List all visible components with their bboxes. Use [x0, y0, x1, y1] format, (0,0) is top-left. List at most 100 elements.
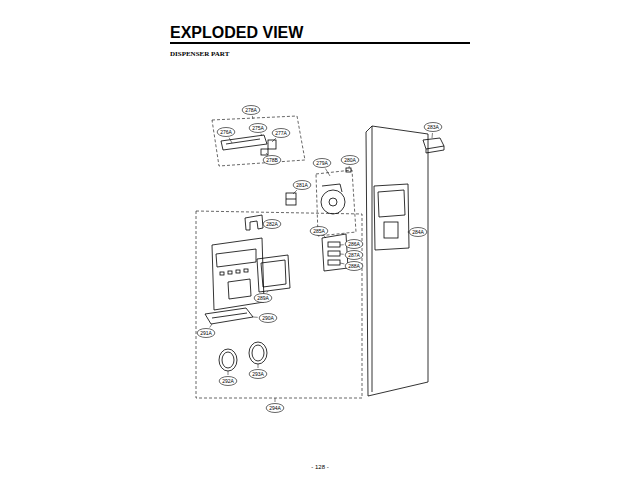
leader-line	[267, 291, 268, 293]
leader-line	[432, 133, 433, 138]
callout-number: 284A	[412, 230, 424, 235]
leader-line	[349, 166, 350, 168]
callout-oval	[272, 129, 290, 138]
page-number: - 128 -	[311, 464, 328, 470]
callout-oval	[254, 294, 272, 303]
callout-oval	[293, 181, 311, 190]
callout-oval	[219, 377, 237, 386]
callout-oval	[310, 227, 328, 236]
part-outline	[372, 126, 373, 392]
callout-number: 290A	[262, 316, 274, 321]
callout-oval	[341, 156, 359, 165]
part-outline	[205, 308, 253, 324]
callout-number: 291A	[200, 331, 212, 336]
callout-number: 287A	[348, 253, 360, 258]
callout-oval	[197, 106, 442, 413]
part-outline	[244, 269, 248, 272]
part-outline	[221, 135, 267, 150]
part-outline	[236, 270, 240, 273]
callout-number: 288A	[348, 264, 360, 269]
callout-oval	[197, 329, 215, 338]
leader-line	[262, 221, 264, 222]
part-outline	[328, 260, 340, 265]
part-outline	[219, 349, 237, 371]
leader-line	[324, 236, 326, 238]
part-outline	[286, 199, 296, 200]
part-outline	[378, 190, 405, 217]
part-outline	[423, 138, 444, 149]
callout-number: 281A	[296, 183, 308, 188]
part-outline	[252, 345, 264, 361]
leader-line	[229, 138, 232, 143]
callout-oval	[313, 159, 331, 168]
part-outline	[286, 193, 296, 205]
callout-oval	[242, 106, 260, 115]
callout-oval	[249, 370, 267, 379]
leader-line	[210, 116, 433, 402]
callout-oval	[424, 123, 442, 132]
part-outline	[322, 234, 348, 271]
callout-number: 275A	[252, 126, 264, 131]
leader-line	[253, 317, 258, 318]
part-outline	[245, 215, 263, 230]
part-outline	[216, 249, 256, 267]
leader-line	[275, 398, 276, 402]
part-outline	[222, 352, 234, 368]
part-outline	[374, 184, 409, 250]
part-outline	[268, 140, 276, 149]
callout-number: 280A	[344, 158, 356, 163]
leader-line	[266, 153, 267, 155]
part-outline	[228, 271, 232, 274]
part-outline	[170, 42, 470, 44]
part-outline	[249, 342, 267, 364]
leader-line	[258, 364, 259, 368]
leader-line	[340, 244, 344, 245]
callout-number: 283A	[427, 125, 439, 130]
leader-line	[228, 371, 229, 375]
callout-oval	[266, 404, 284, 413]
leader-line	[261, 134, 262, 136]
part-outline	[328, 251, 340, 256]
part-outline	[212, 116, 305, 166]
part-outline	[321, 190, 345, 214]
callout-oval	[345, 240, 363, 249]
part-outline	[261, 260, 286, 287]
part-outline	[261, 149, 268, 155]
part-outline	[228, 279, 251, 299]
part-outline	[257, 255, 290, 292]
part-outline	[328, 242, 340, 247]
leader-line	[325, 169, 330, 176]
callout-oval	[345, 262, 363, 271]
section-heading: DISPENSER PART	[170, 51, 229, 58]
leader-line	[293, 190, 297, 194]
part-outline	[322, 184, 342, 192]
callout-oval	[263, 156, 281, 165]
callout-number: 293A	[252, 372, 264, 377]
part-outline	[366, 126, 428, 396]
callout-oval	[217, 128, 235, 137]
leader-line	[408, 232, 409, 233]
callout-number: 286A	[348, 242, 360, 247]
callout-number: 294A	[269, 406, 281, 411]
callout-number: 289A	[257, 296, 269, 301]
leader-line	[340, 254, 344, 255]
leader-line	[252, 116, 254, 119]
callout-number: 292A	[222, 379, 234, 384]
part-outline	[346, 168, 351, 172]
callout-number: 278B	[266, 158, 278, 163]
leader-line	[272, 138, 276, 142]
callout-number: 285A	[313, 229, 325, 234]
page-title: EXPLODED VIEW	[170, 25, 303, 41]
part-outline	[220, 272, 224, 275]
callout-oval	[259, 314, 277, 323]
callout-number: 279A	[316, 161, 328, 166]
callout-oval	[409, 228, 427, 237]
part-outline	[212, 313, 247, 318]
leader-line	[340, 263, 344, 265]
callout-oval	[249, 124, 267, 133]
part-outline	[316, 170, 356, 236]
callout-oval	[263, 220, 281, 229]
callout-number: 278A	[245, 108, 257, 113]
